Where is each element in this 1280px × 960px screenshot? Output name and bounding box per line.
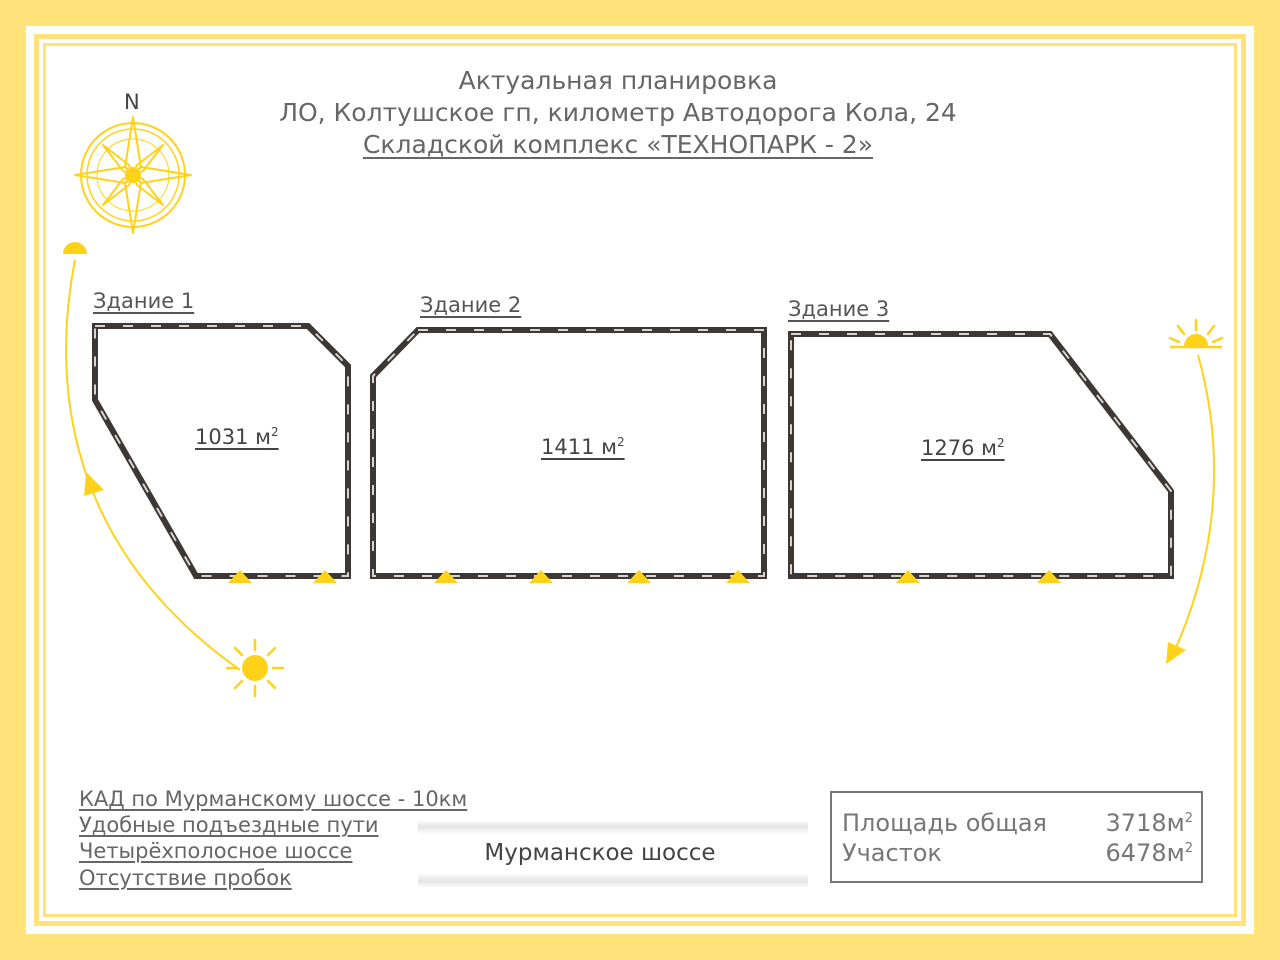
road-label: Мурманское шоссе bbox=[484, 840, 716, 866]
door-icon bbox=[529, 570, 553, 583]
building-3-outline bbox=[788, 331, 1174, 579]
door-icon bbox=[896, 570, 920, 583]
plan-panel bbox=[26, 26, 1254, 934]
door-icon bbox=[228, 570, 252, 583]
building-3-label: Здание 3 bbox=[788, 297, 890, 321]
feature-item: Четырёхполосное шоссе bbox=[79, 839, 353, 863]
door-icon bbox=[1037, 570, 1061, 583]
door-icon bbox=[434, 570, 458, 583]
road-band bbox=[418, 820, 808, 888]
title-line-1: Актуальная планировка bbox=[458, 66, 778, 95]
summary-total-value: 3718м2 bbox=[1105, 809, 1193, 837]
summary-plot-label: Участок bbox=[842, 839, 942, 867]
title-line-2: ЛО, Колтушское гп, километр Автодорога К… bbox=[279, 98, 957, 127]
door-icon bbox=[726, 570, 750, 583]
compass-rose-icon bbox=[74, 116, 192, 234]
building-2-area: 1411 м2 bbox=[541, 435, 625, 459]
summary-total-label: Площадь общая bbox=[842, 809, 1047, 837]
summary-plot-value: 6478м2 bbox=[1105, 839, 1193, 867]
sunrise-icon bbox=[63, 242, 87, 254]
frame-border-outer bbox=[34, 34, 1246, 926]
sun-path-right bbox=[1166, 354, 1216, 664]
feature-item: КАД по Мурманскому шоссе - 10км bbox=[79, 787, 468, 811]
sun-path-left bbox=[65, 259, 241, 671]
building-2-outline bbox=[370, 327, 767, 579]
sun-icon bbox=[225, 638, 285, 698]
arrow-icon bbox=[84, 472, 104, 496]
arrow-icon bbox=[1166, 642, 1186, 664]
frame-border-inner bbox=[43, 43, 1237, 917]
title-line-3: Складской комплекс «ТЕХНОПАРК - 2» bbox=[362, 130, 874, 159]
north-label: N bbox=[124, 90, 140, 114]
feature-item: Отсутствие пробок bbox=[79, 866, 292, 890]
building-2-label: Здание 2 bbox=[420, 293, 522, 317]
building-1-area: 1031 м2 bbox=[195, 425, 279, 449]
building-3-area: 1276 м2 bbox=[921, 436, 1005, 460]
feature-item: Удобные подъездные пути bbox=[79, 813, 379, 837]
building-1-label: Здание 1 bbox=[93, 289, 195, 313]
sunset-icon bbox=[1168, 318, 1224, 349]
door-icon bbox=[313, 570, 337, 583]
building-1-outline bbox=[92, 323, 351, 579]
door-icon bbox=[627, 570, 651, 583]
area-summary-box: Площадь общая 3718м2 Участок 6478м2 bbox=[830, 791, 1203, 883]
